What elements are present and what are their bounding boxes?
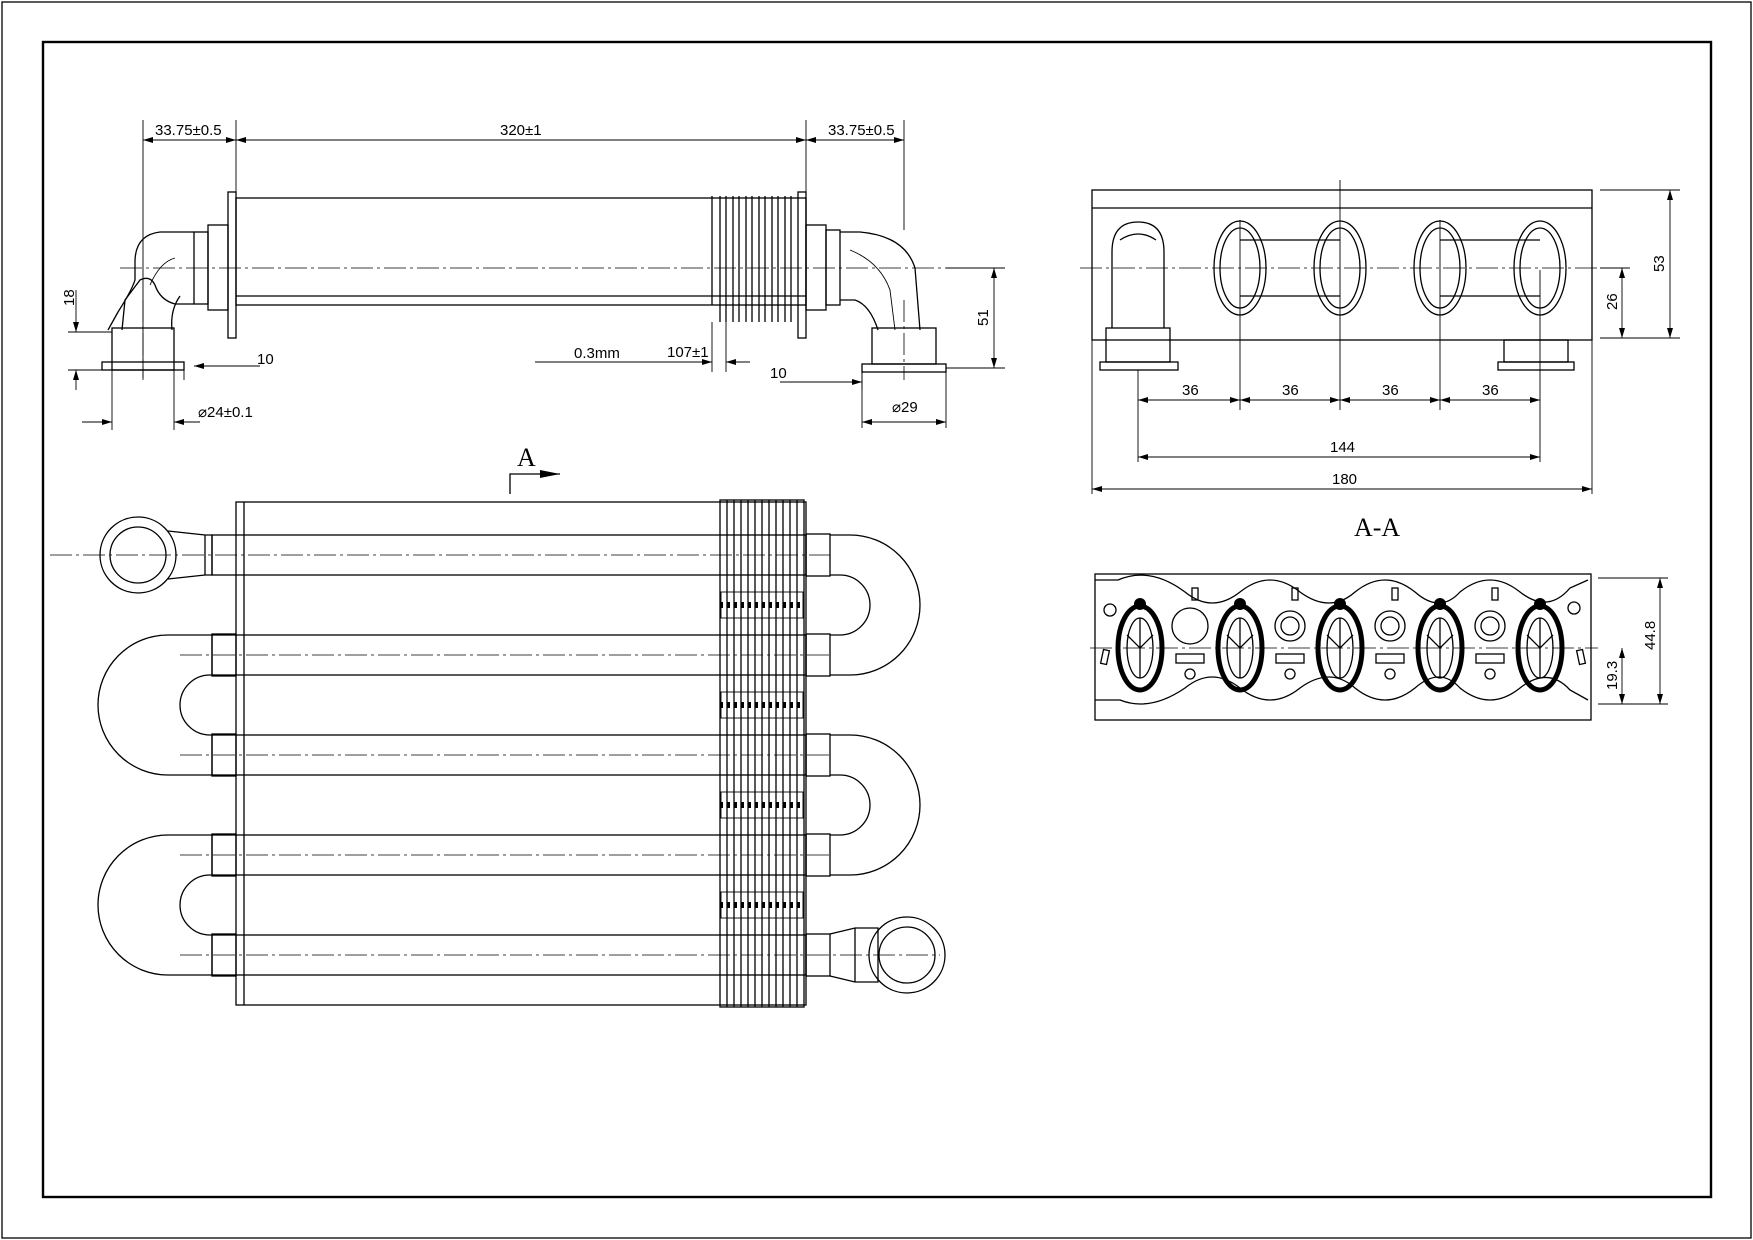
dim-span: 144 [1330,439,1355,456]
dim-left-offset: 33.75±0.5 [155,122,222,139]
dim-pitch-4: 36 [1482,382,1499,399]
tube-section-3 [1315,598,1365,693]
section-title: A-A [1354,513,1400,542]
tube-section-4 [1415,598,1465,693]
section-dim-height: 44.8 [1642,621,1659,650]
section-marker-label: A [517,443,536,472]
dim-height: 53 [1651,255,1668,272]
section-view: A-A [1090,513,1668,721]
fin-pack [711,196,792,322]
dim-flange-left: 10 [257,351,274,368]
top-view: 33.75±0.5 320±1 33.75±0.5 18 10 ⌀24±0.1 … [61,120,1005,430]
section-dim-center: 19.3 [1604,661,1621,690]
dim-diameter-right: ⌀29 [892,399,918,416]
dim-fin-thickness: 0.3mm [574,345,620,362]
dim-pitch-3: 36 [1382,382,1399,399]
end-view: 36 36 36 36 144 180 53 26 [1080,180,1680,494]
dim-diameter-left: ⌀24±0.1 [198,404,253,421]
front-view: A [50,443,946,1008]
dim-pitch-1: 36 [1182,382,1199,399]
fin-pack-front [719,499,805,1008]
dim-pitch-2: 36 [1282,382,1299,399]
dim-flange-right: 10 [770,365,787,382]
dim-fin-length: 107±1 [667,344,709,361]
dim-height-right: 51 [975,309,992,326]
dim-center: 26 [1604,293,1621,310]
dim-length: 320±1 [500,122,542,139]
dim-total: 180 [1332,471,1357,488]
section-marker: A [509,443,560,494]
dim-right-offset: 33.75±0.5 [828,122,895,139]
dim-height-left: 18 [61,289,78,306]
tube-section-1 [1115,598,1165,693]
tube-section-2 [1215,598,1265,693]
tube-section-5 [1515,598,1565,693]
